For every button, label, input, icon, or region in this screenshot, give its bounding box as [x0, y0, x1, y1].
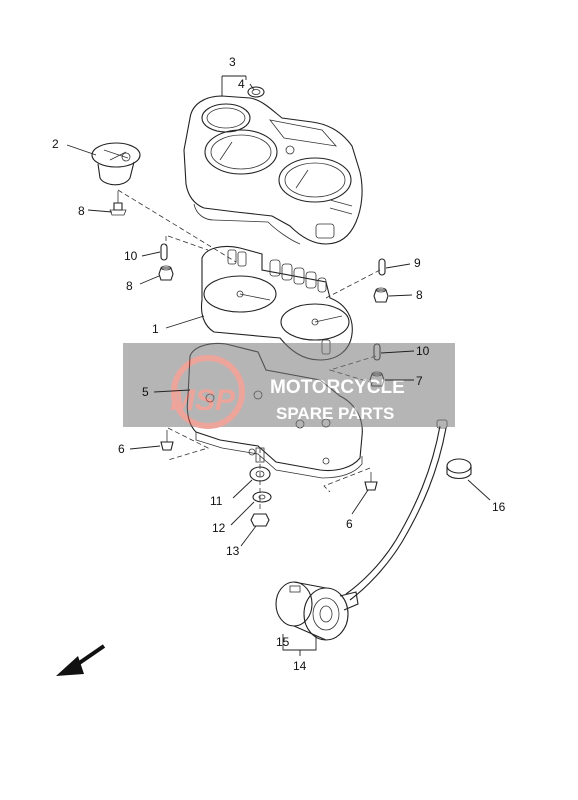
pin-part-9 — [378, 258, 386, 276]
callout-13: 13 — [226, 544, 240, 558]
callout-6a: 6 — [118, 442, 125, 456]
assembly-line-b — [165, 235, 209, 251]
callout-15: 15 — [276, 635, 290, 649]
callout-1: 1 — [152, 322, 159, 336]
callout-8b: 8 — [416, 288, 423, 302]
callout-2: 2 — [52, 137, 59, 151]
front-direction-arrow-icon — [56, 644, 106, 676]
assembly-line-f — [323, 467, 371, 493]
callout-4: 4 — [238, 77, 245, 91]
cable-clamp-part-16 — [446, 458, 472, 480]
nut-part-13 — [250, 513, 270, 527]
callout-12: 12 — [212, 521, 226, 535]
callout-3: 3 — [229, 55, 236, 69]
grommet-part — [247, 83, 265, 98]
pin-part-10a — [160, 243, 168, 261]
callout-9: 9 — [414, 256, 421, 270]
callout-10b: 10 — [416, 344, 430, 358]
callout-6b: 6 — [346, 517, 353, 531]
callout-7: 8 — [78, 204, 85, 218]
screw-part-6b — [364, 472, 378, 491]
reset-knob-part — [91, 142, 141, 186]
callout-8a: 8 — [126, 279, 133, 293]
screw-part-6a — [160, 430, 174, 451]
watermark-line1: MOTORCYCLE — [270, 377, 405, 398]
assembly-line-e — [167, 427, 210, 461]
callout-8c: 7 — [416, 374, 423, 388]
speedometer-gear-part — [275, 581, 359, 641]
assembly-line-a — [117, 189, 237, 263]
nut-part-8a — [158, 265, 174, 281]
washer-part-12 — [252, 491, 272, 503]
meter-assembly-part — [200, 245, 353, 361]
watermark: MSP MOTORCYCLE SPARE PARTS — [123, 343, 455, 429]
callout-10a: 10 — [124, 249, 138, 263]
watermark-logo-text: MSP — [170, 384, 236, 417]
callout-16: 16 — [492, 500, 506, 514]
meter-cover-part — [183, 95, 363, 245]
assembly-line-c — [325, 269, 381, 299]
callout-labels: 3 4 2 8 10 8 1 9 8 10 7 5 6 6 11 12 13 1… — [52, 55, 506, 673]
callout-leaders — [66, 75, 491, 656]
callout-5: 5 — [142, 385, 149, 399]
callout-14: 14 — [293, 659, 307, 673]
watermark-logo-ring — [171, 355, 245, 429]
nut-part-8b — [373, 287, 389, 303]
screw-part-7 — [109, 191, 127, 216]
callout-11: 11 — [210, 494, 223, 508]
watermark-line2: SPARE PARTS — [276, 404, 394, 423]
